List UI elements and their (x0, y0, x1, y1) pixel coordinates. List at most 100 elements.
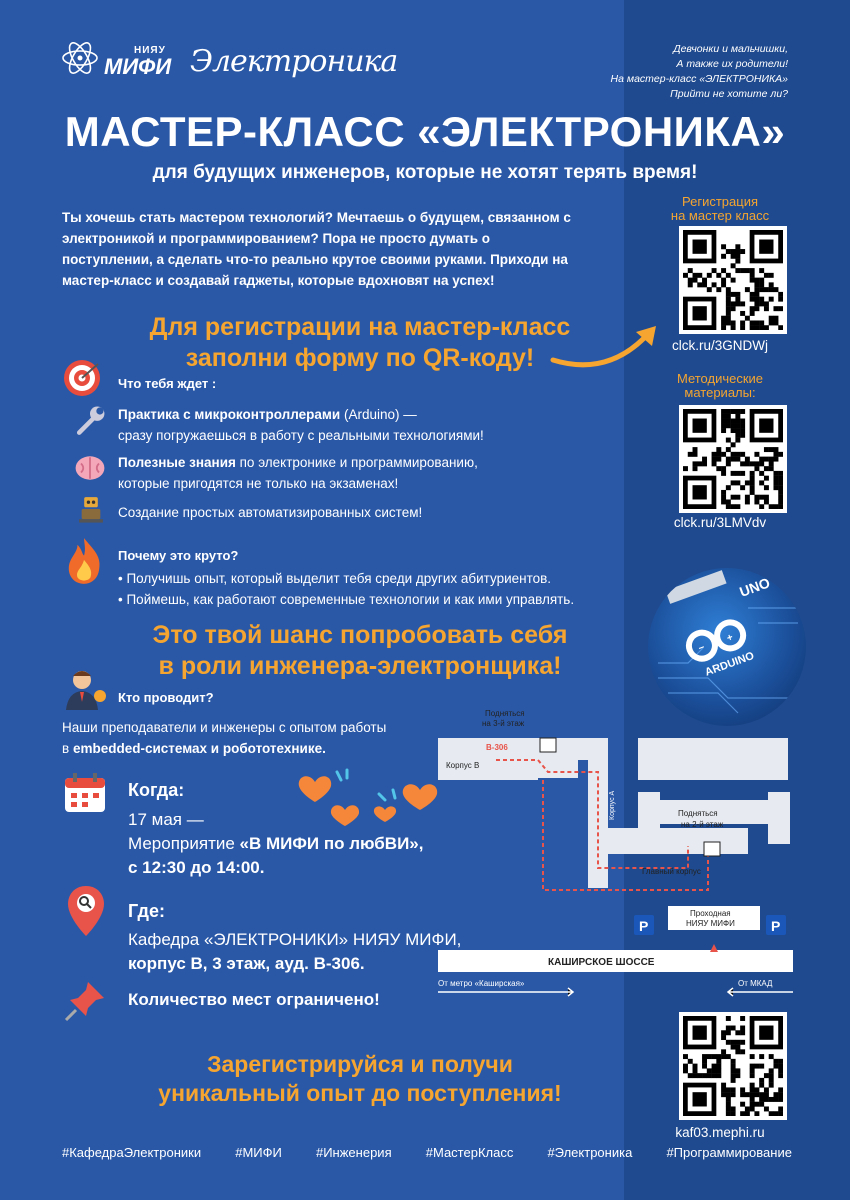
pushpin-icon (64, 982, 104, 1022)
chance-cta: Это твой шанс попробовать себя в роли ин… (80, 620, 640, 682)
expect-item-rest: (Arduino) — (340, 407, 417, 422)
map-main-building: Главный корпус (642, 867, 701, 876)
chance-cta-line: в роли инженера-электронщика! (158, 652, 562, 680)
expect-item-2: Полезные знания по электронике и програм… (118, 452, 578, 494)
qr-label-line: на мастер класс (670, 208, 770, 223)
hashtag[interactable]: #КафедраЭлектроники (62, 1145, 202, 1160)
why-heading: Почему это круто? (118, 548, 239, 563)
why-list: • Получишь опыт, который выделит тебя ср… (118, 568, 638, 610)
map-checkpoint-line2: НИЯУ МИФИ (686, 919, 735, 928)
map-room: В-306 (486, 743, 508, 752)
expect-item-rest: по электронике и программированию, (235, 455, 478, 470)
who-bold: embedded-системах и робототехнике. (72, 741, 326, 756)
parking-left: P (639, 918, 648, 934)
page-title: МАСТЕР-КЛАСС «ЭЛЕКТРОНИКА» (64, 108, 786, 155)
curved-arrow-icon (550, 326, 656, 368)
location-pin-icon (68, 886, 104, 936)
tagline: Девчонки и мальчишки, А также их родител… (558, 42, 788, 102)
why-item: • Получишь опыт, который выделит тебя ср… (118, 571, 552, 586)
robot-icon (79, 497, 103, 523)
who-line: Наши преподаватели и инженеры с опытом р… (62, 720, 387, 735)
expect-item-3: Создание простых автоматизированных сист… (118, 505, 423, 520)
when-date: 17 мая — (128, 810, 204, 829)
qr-label-line: Регистрация (682, 194, 758, 209)
final-cta-line: Зарегистрируйся и получи (207, 1051, 513, 1077)
map-highway: КАШИРСКОЕ ШОССЕ (548, 957, 655, 968)
when-time: с 12:30 до 14:00. (128, 858, 265, 877)
where-line-bold: корпус В, 3 этаж, ауд. В-306. (128, 954, 365, 973)
qr-link-materials[interactable]: clck.ru/3LMVdv (673, 515, 767, 530)
svg-text:+: + (725, 632, 734, 644)
atom-icon (62, 42, 98, 74)
why-item: • Поймешь, как работают современные техн… (118, 592, 575, 607)
map-up3-line2: на 3-й этаж (482, 719, 525, 728)
electronics-script-logo: Электроника (190, 44, 398, 79)
qr-label-registration: Регистрация на мастер класс (650, 195, 790, 223)
where-text: Кафедра «ЭЛЕКТРОНИКИ» НИЯУ МИФИ, корпус … (128, 928, 548, 976)
expect-item-bold: Практика с микроконтроллерами (118, 407, 341, 422)
map-checkpoint-line1: Проходная (690, 909, 731, 918)
map-korpus-a: Корпус А (609, 790, 616, 820)
qr-link-site[interactable]: kaf03.mephi.ru (675, 1125, 765, 1140)
qr-pattern (683, 409, 784, 510)
svg-text:−: − (697, 642, 706, 654)
map-up3-line1: Подняться (485, 709, 525, 718)
campus-map: P P Подняться на 3-й этаж В-306 Корпус В… (438, 709, 793, 997)
where-heading: Где: (128, 901, 165, 921)
target-icon (64, 360, 100, 396)
who-text: Наши преподаватели и инженеры с опытом р… (62, 717, 482, 759)
calendar-icon (65, 773, 105, 812)
final-cta-line: уникальный опыт до поступления! (158, 1080, 562, 1106)
logo-small-text: НИЯУ (134, 45, 166, 56)
expect-item-1: Практика с микроконтроллерами (Arduino) … (118, 404, 578, 446)
register-cta: Для регистрации на мастер-класс заполни … (100, 312, 620, 374)
tagline-line: Девчонки и мальчишки, (673, 43, 788, 55)
map-up2-line2: на 2-й этаж (681, 820, 724, 829)
hashtag[interactable]: #Инженерия (315, 1145, 392, 1160)
qr-code-registration[interactable] (679, 226, 787, 334)
qr-label-line: материалы: (684, 385, 756, 400)
where-line: Кафедра «ЭЛЕКТРОНИКИ» НИЯУ МИФИ, (128, 930, 462, 949)
intro-text: Ты хочешь стать мастером технологий? Меч… (62, 210, 571, 288)
hashtag[interactable]: #Программирование (666, 1145, 792, 1160)
hashtag[interactable]: #МИФИ (235, 1145, 282, 1160)
register-cta-line: заполни форму по QR-коду! (185, 344, 535, 372)
expect-item-line2: которые пригодятся не только на экзамена… (118, 476, 399, 491)
qr-link-registration[interactable]: clck.ru/3GNDWj (671, 338, 768, 353)
map-up2-line1: Подняться (678, 809, 718, 818)
when-heading: Когда: (128, 780, 185, 800)
when-event-prefix: Мероприятие (128, 834, 240, 853)
qr-label-line: Методические (676, 371, 764, 386)
logo-big-text: МИФИ (104, 54, 172, 79)
chance-cta-line: Это твой шанс попробовать себя (152, 621, 568, 649)
tagline-line: А также их родители! (676, 58, 788, 70)
qr-code-site[interactable] (679, 1012, 787, 1120)
qr-pattern (683, 1016, 784, 1117)
final-cta: Зарегистрируйся и получи уникальный опыт… (80, 1050, 640, 1108)
expect-item-line2: сразу погружаешься в работу с реальными … (118, 428, 484, 443)
brain-icon (75, 456, 105, 480)
map-from-mkad: От МКАД (738, 979, 773, 988)
teacher-icon (66, 671, 106, 710)
qr-label-materials: Методические материалы: (650, 372, 790, 400)
fire-icon (68, 538, 100, 584)
parking-right: P (771, 918, 780, 934)
hearts-decoration-icon (298, 768, 438, 826)
when-event-name: «В МИФИ по любВИ», (239, 834, 424, 853)
who-prefix: в (62, 741, 73, 756)
tagline-line: Прийти не хотите ли? (670, 88, 788, 100)
map-from-metro: От метро «Каширская» (438, 979, 525, 988)
tagline-line: На мастер-класс «ЭЛЕКТРОНИКА» (610, 73, 788, 85)
expect-heading: Что тебя ждет : (118, 376, 217, 391)
mephi-logo: НИЯУ МИФИ (60, 38, 171, 78)
register-cta-line: Для регистрации на мастер-класс (149, 313, 571, 341)
page-subtitle: для будущих инженеров, которые не хотят … (152, 162, 698, 183)
who-heading: Кто проводит? (118, 690, 214, 705)
qr-code-materials[interactable] (679, 405, 787, 513)
map-korpus-v: Корпус В (446, 761, 479, 770)
hashtag[interactable]: #МастерКласс (425, 1145, 514, 1160)
hashtags: #КафедраЭлектроники #МИФИ #Инженерия #Ма… (62, 1145, 792, 1160)
hashtag[interactable]: #Электроника (547, 1145, 633, 1160)
arduino-board-graphic: − + ARDUINO UNO (658, 570, 798, 714)
qr-pattern (683, 230, 784, 331)
